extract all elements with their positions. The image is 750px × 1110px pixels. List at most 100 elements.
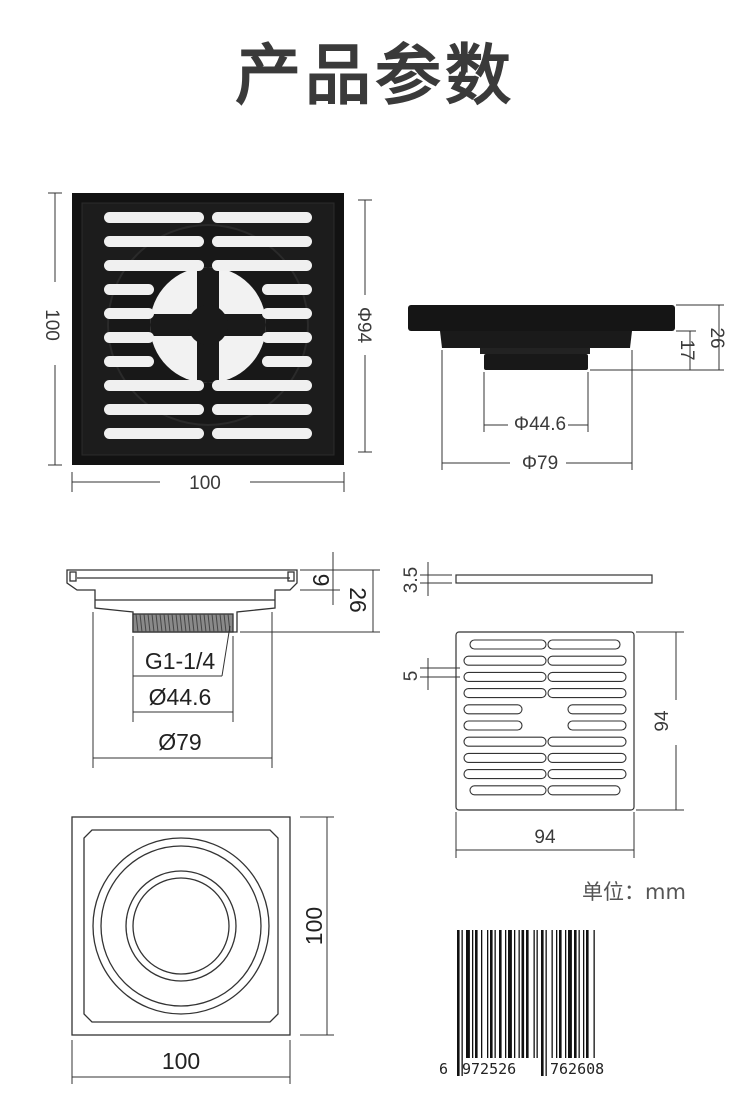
slot-width-label: 5: [401, 671, 422, 682]
barcode-bar: [514, 930, 516, 1058]
thread-hatch: [163, 613, 167, 633]
grate-slots: [104, 212, 312, 439]
barcode-bar: [551, 930, 553, 1058]
barcode-bar: [541, 930, 544, 1076]
grate-slot: [262, 284, 312, 295]
barcode-bar: [568, 930, 572, 1058]
barcode-bar: [536, 930, 538, 1058]
grate-slot-outline: [547, 639, 621, 650]
grate-slot-outline: [469, 785, 547, 796]
barcode-bar: [556, 930, 558, 1058]
barcode-bar: [461, 930, 463, 1076]
grate-slot-outline: [463, 688, 547, 699]
thread-hatch: [191, 613, 195, 633]
grate-slot-outline: [567, 704, 627, 715]
grate-slot: [104, 284, 154, 295]
grate-slot: [212, 236, 312, 247]
grate-slot-outlines: [463, 639, 627, 796]
grate-height-label: 94: [652, 710, 673, 732]
rim-height-label: 9: [308, 574, 334, 587]
grate-slot-outline: [463, 704, 523, 715]
grate-slot-outline: [567, 720, 627, 731]
thread-hatch: [167, 613, 171, 633]
barcode-bar: [521, 930, 525, 1058]
grate-slot: [212, 428, 312, 439]
grate-slot-outline: [463, 736, 547, 747]
barcode-bar: [559, 930, 562, 1058]
top-view-drain: [72, 193, 344, 465]
grate-slot-outline: [547, 752, 627, 763]
thread-hatch: [207, 613, 211, 633]
barcode-bar: [533, 930, 535, 1058]
grate-slot: [104, 404, 204, 415]
side-outlet-dia-label: Φ44.6: [514, 414, 566, 435]
thread-label: G1-1/4: [145, 648, 216, 674]
thread-hatch: [223, 613, 227, 633]
barcode-bar: [487, 930, 489, 1058]
barcode-digit-lead: 6: [439, 1060, 448, 1078]
thread-hatch: [155, 613, 159, 633]
barcode-bar: [574, 930, 577, 1058]
barcode-bar: [475, 930, 478, 1058]
barcode-bar: [526, 930, 529, 1058]
thread-hatch: [171, 613, 175, 633]
barcode-bar: [545, 930, 547, 1076]
base-width-label: 100: [162, 1048, 200, 1074]
grate-width-label: 94: [534, 827, 556, 848]
thread-hatch: [195, 613, 199, 633]
thread-hatch: [211, 613, 215, 633]
thread-hatch: [175, 613, 179, 633]
thread-hatch: [139, 613, 143, 633]
barcode-bar: [490, 930, 493, 1058]
base-view-drawing: [71, 816, 291, 1036]
barcode-bar: [578, 930, 580, 1058]
unit-label: 单位：mm: [582, 880, 686, 904]
barcode-bar: [472, 930, 474, 1058]
thread-hatch: [215, 613, 219, 633]
grate-slot-outline: [547, 785, 621, 796]
base-height-label: 100: [301, 907, 327, 945]
grate-slot: [262, 356, 312, 367]
grate-slot-outline: [463, 769, 547, 780]
barcode-bar: [499, 930, 502, 1058]
grate-slot: [104, 236, 204, 247]
grate-thickness-label: 3.5: [401, 567, 422, 593]
thread-hatch: [135, 613, 139, 633]
thread-hatch: [187, 613, 191, 633]
thread-hatch: [159, 613, 163, 633]
grate-slot: [262, 308, 312, 319]
grate-slot-outline: [547, 655, 627, 666]
section-total-height-label: 26: [345, 587, 371, 613]
grate-dia-label: Φ94: [353, 307, 374, 344]
side-flange-height-label: 17: [676, 339, 697, 360]
grate-slot: [104, 260, 204, 271]
barcode-bar: [481, 930, 483, 1058]
grate-slot: [212, 212, 312, 223]
thread-hatch: [203, 613, 207, 633]
thread-hatch: [143, 613, 147, 633]
cross-section-drawing: [66, 569, 298, 633]
grate-slot: [262, 332, 312, 343]
grate-slot-outline: [469, 639, 547, 650]
grate-slot: [212, 380, 312, 391]
grate-slot-outline: [547, 671, 627, 682]
side-view-drain: [408, 305, 675, 370]
grate-slot-outline: [547, 688, 627, 699]
grate-slot-outline: [463, 752, 547, 763]
barcode-bar: [508, 930, 512, 1058]
grate-slot-outline: [547, 736, 627, 747]
barcode-bar: [583, 930, 585, 1058]
thread-hatch: [147, 613, 151, 633]
grate-slot: [212, 404, 312, 415]
thread-hatch: [219, 613, 223, 633]
barcode-bar: [466, 930, 470, 1058]
grate-slot-outline: [463, 655, 547, 666]
grate-slot: [104, 308, 154, 319]
barcode-bar: [494, 930, 496, 1058]
barcode-bar: [505, 930, 507, 1058]
barcode: [457, 930, 595, 1076]
grate-slot: [104, 428, 204, 439]
top-height-label: 100: [41, 309, 62, 341]
side-total-height-label: 26: [706, 327, 727, 348]
